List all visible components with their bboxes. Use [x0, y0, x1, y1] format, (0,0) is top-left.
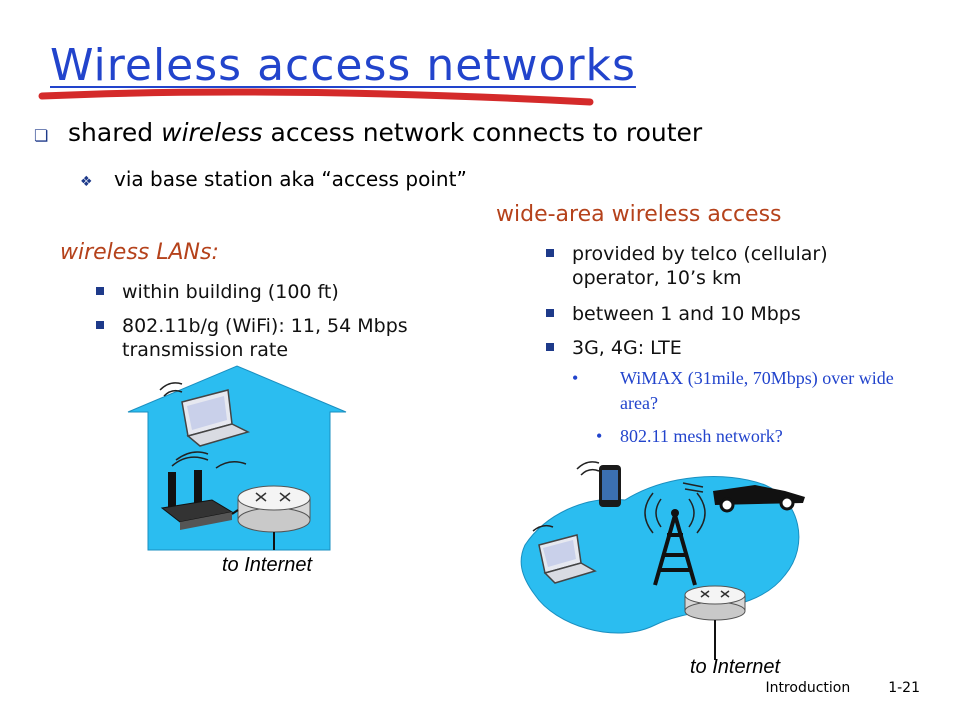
cell-tower-icon — [644, 492, 706, 586]
wan-item: between 1 and 10 Mbps — [546, 302, 801, 326]
router-icon — [684, 585, 746, 660]
lan-internet-caption: to Internet — [222, 554, 313, 576]
router-icon — [237, 485, 311, 550]
dot-bullet-icon: • — [572, 368, 579, 388]
wan-subitem: • 802.11 mesh network? — [596, 424, 783, 449]
lan-item: 802.11b/g (WiFi): 11, 54 Mbps transmissi… — [96, 314, 467, 362]
square-bullet-icon — [96, 287, 104, 295]
bullet-shared-access: ❏ shared wireless access network connects… — [34, 118, 702, 147]
slide-title: Wireless access networks — [50, 40, 636, 91]
slide-footer: Introduction 1-21 — [765, 680, 920, 696]
bullet2-text: via base station aka “access point” — [114, 167, 467, 191]
laptop-icon — [532, 524, 597, 584]
square-bullet-icon — [546, 343, 554, 351]
wan-subitem-text: 802.11 mesh network? — [620, 426, 783, 446]
square-bullet-icon — [96, 321, 104, 329]
laptop-icon — [159, 382, 251, 447]
wan-item: 3G, 4G: LTE — [546, 336, 682, 360]
bullet1-text-end: access network connects to router — [262, 118, 703, 147]
bullet1-italic-word: wireless — [161, 118, 263, 147]
car-icon — [682, 482, 805, 513]
wan-item: provided by telco (cellular) operator, 1… — [546, 242, 912, 290]
wan-heading: wide-area wireless access — [496, 202, 782, 227]
wan-item-text: provided by telco (cellular) operator, 1… — [572, 243, 828, 289]
lan-illustration — [127, 365, 347, 551]
diamond-bullet-icon: ❖ — [80, 174, 93, 190]
wan-subitem: • WiMAX (31mile, 70Mbps) over wide area? — [572, 366, 920, 416]
lan-heading: wireless LANs: — [60, 240, 219, 265]
square-bullet-icon — [546, 249, 554, 257]
footer-section: Introduction — [765, 680, 851, 696]
wireless-router-icon — [160, 451, 247, 530]
smartphone-icon — [576, 461, 621, 507]
lan-item-text: within building (100 ft) — [122, 281, 339, 303]
title-underline-swoosh — [38, 88, 594, 106]
dot-bullet-icon: • — [596, 426, 603, 446]
wan-internet-caption: to Internet — [690, 656, 781, 678]
square-bullet-icon — [546, 309, 554, 317]
bullet-base-station: ❖ via base station aka “access point” — [80, 167, 467, 191]
house-icon — [127, 365, 347, 551]
checkbox-bullet-icon: ❏ — [34, 126, 49, 145]
bullet1-text-start: shared — [68, 118, 162, 147]
lan-item: within building (100 ft) — [96, 280, 456, 304]
wan-item-text: between 1 and 10 Mbps — [572, 303, 801, 325]
wan-item-text: 3G, 4G: LTE — [572, 337, 682, 359]
wan-subitem-text: WiMAX (31mile, 70Mbps) over wide area? — [620, 368, 894, 413]
page-number: 1-21 — [888, 680, 920, 696]
lan-item-text: 802.11b/g (WiFi): 11, 54 Mbps transmissi… — [122, 315, 408, 361]
wan-illustration — [520, 461, 805, 660]
